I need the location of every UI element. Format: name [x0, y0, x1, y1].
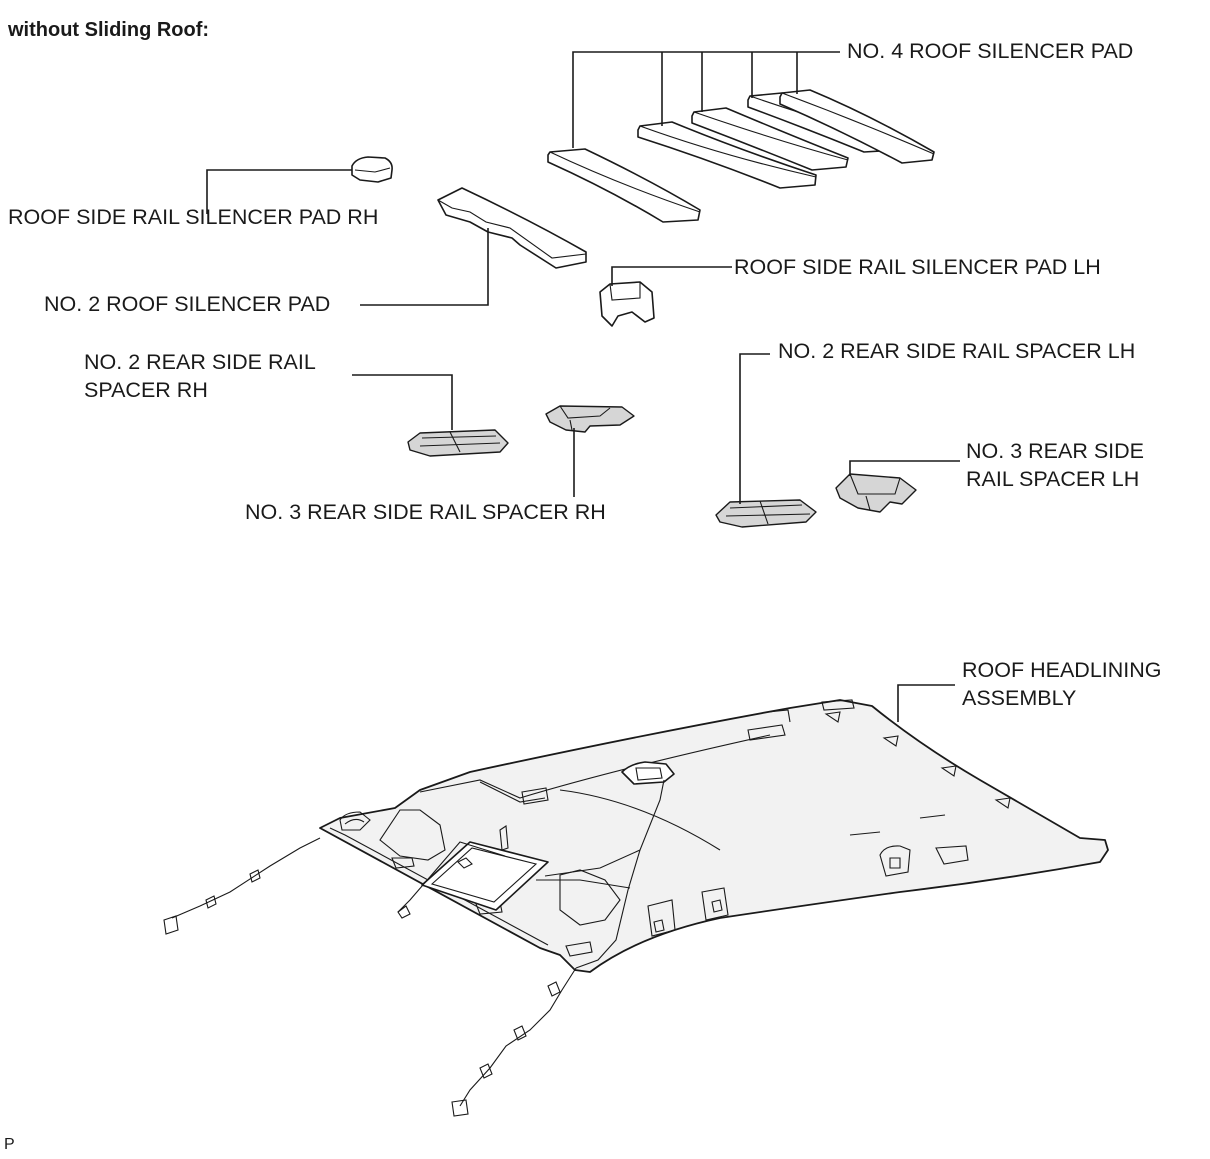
no2-roof-silencer-pad: [360, 187, 587, 306]
label-roof-headlining-assembly-line2: ASSEMBLY: [962, 686, 1077, 710]
no4-leader: [572, 51, 840, 148]
diagram-title: without Sliding Roof:: [8, 19, 210, 41]
label-no4-roof-silencer-pad: NO. 4 ROOF SILENCER PAD: [847, 39, 1134, 63]
label-no2-roof-silencer-pad: NO. 2 ROOF SILENCER PAD: [44, 292, 331, 316]
no2-rear-side-rail-spacer-rh: [352, 374, 509, 457]
label-roof-headlining-assembly-line1: ROOF HEADLINING: [962, 658, 1162, 682]
no3-rear-side-rail-spacer-rh: [545, 405, 635, 497]
roof-side-rail-silencer-pad-lh: [599, 266, 732, 327]
figure-code: P: [4, 1136, 15, 1153]
label-no3-rear-side-rail-spacer-lh-line1: NO. 3 REAR SIDE: [966, 439, 1145, 463]
no3-rear-side-rail-spacer-lh: [835, 460, 960, 513]
roof-headlining-assembly: [163, 684, 1109, 1117]
no2-rear-side-rail-spacer-lh: [715, 353, 817, 528]
label-no2-rear-side-rail-spacer-rh-line1: NO. 2 REAR SIDE RAIL: [84, 350, 316, 374]
label-no2-rear-side-rail-spacer-rh-line2: SPACER RH: [84, 378, 208, 402]
label-no3-rear-side-rail-spacer-rh: NO. 3 REAR SIDE RAIL SPACER RH: [245, 500, 606, 524]
no4-roof-silencer-pads: [547, 89, 935, 223]
label-roof-side-rail-silencer-pad-lh: ROOF SIDE RAIL SILENCER PAD LH: [734, 255, 1101, 279]
roof-side-rail-silencer-pad-rh: [206, 156, 393, 214]
label-roof-side-rail-silencer-pad-rh: ROOF SIDE RAIL SILENCER PAD RH: [8, 205, 379, 229]
label-no3-rear-side-rail-spacer-lh-line2: RAIL SPACER LH: [966, 467, 1140, 491]
label-no2-rear-side-rail-spacer-lh: NO. 2 REAR SIDE RAIL SPACER LH: [778, 339, 1136, 363]
